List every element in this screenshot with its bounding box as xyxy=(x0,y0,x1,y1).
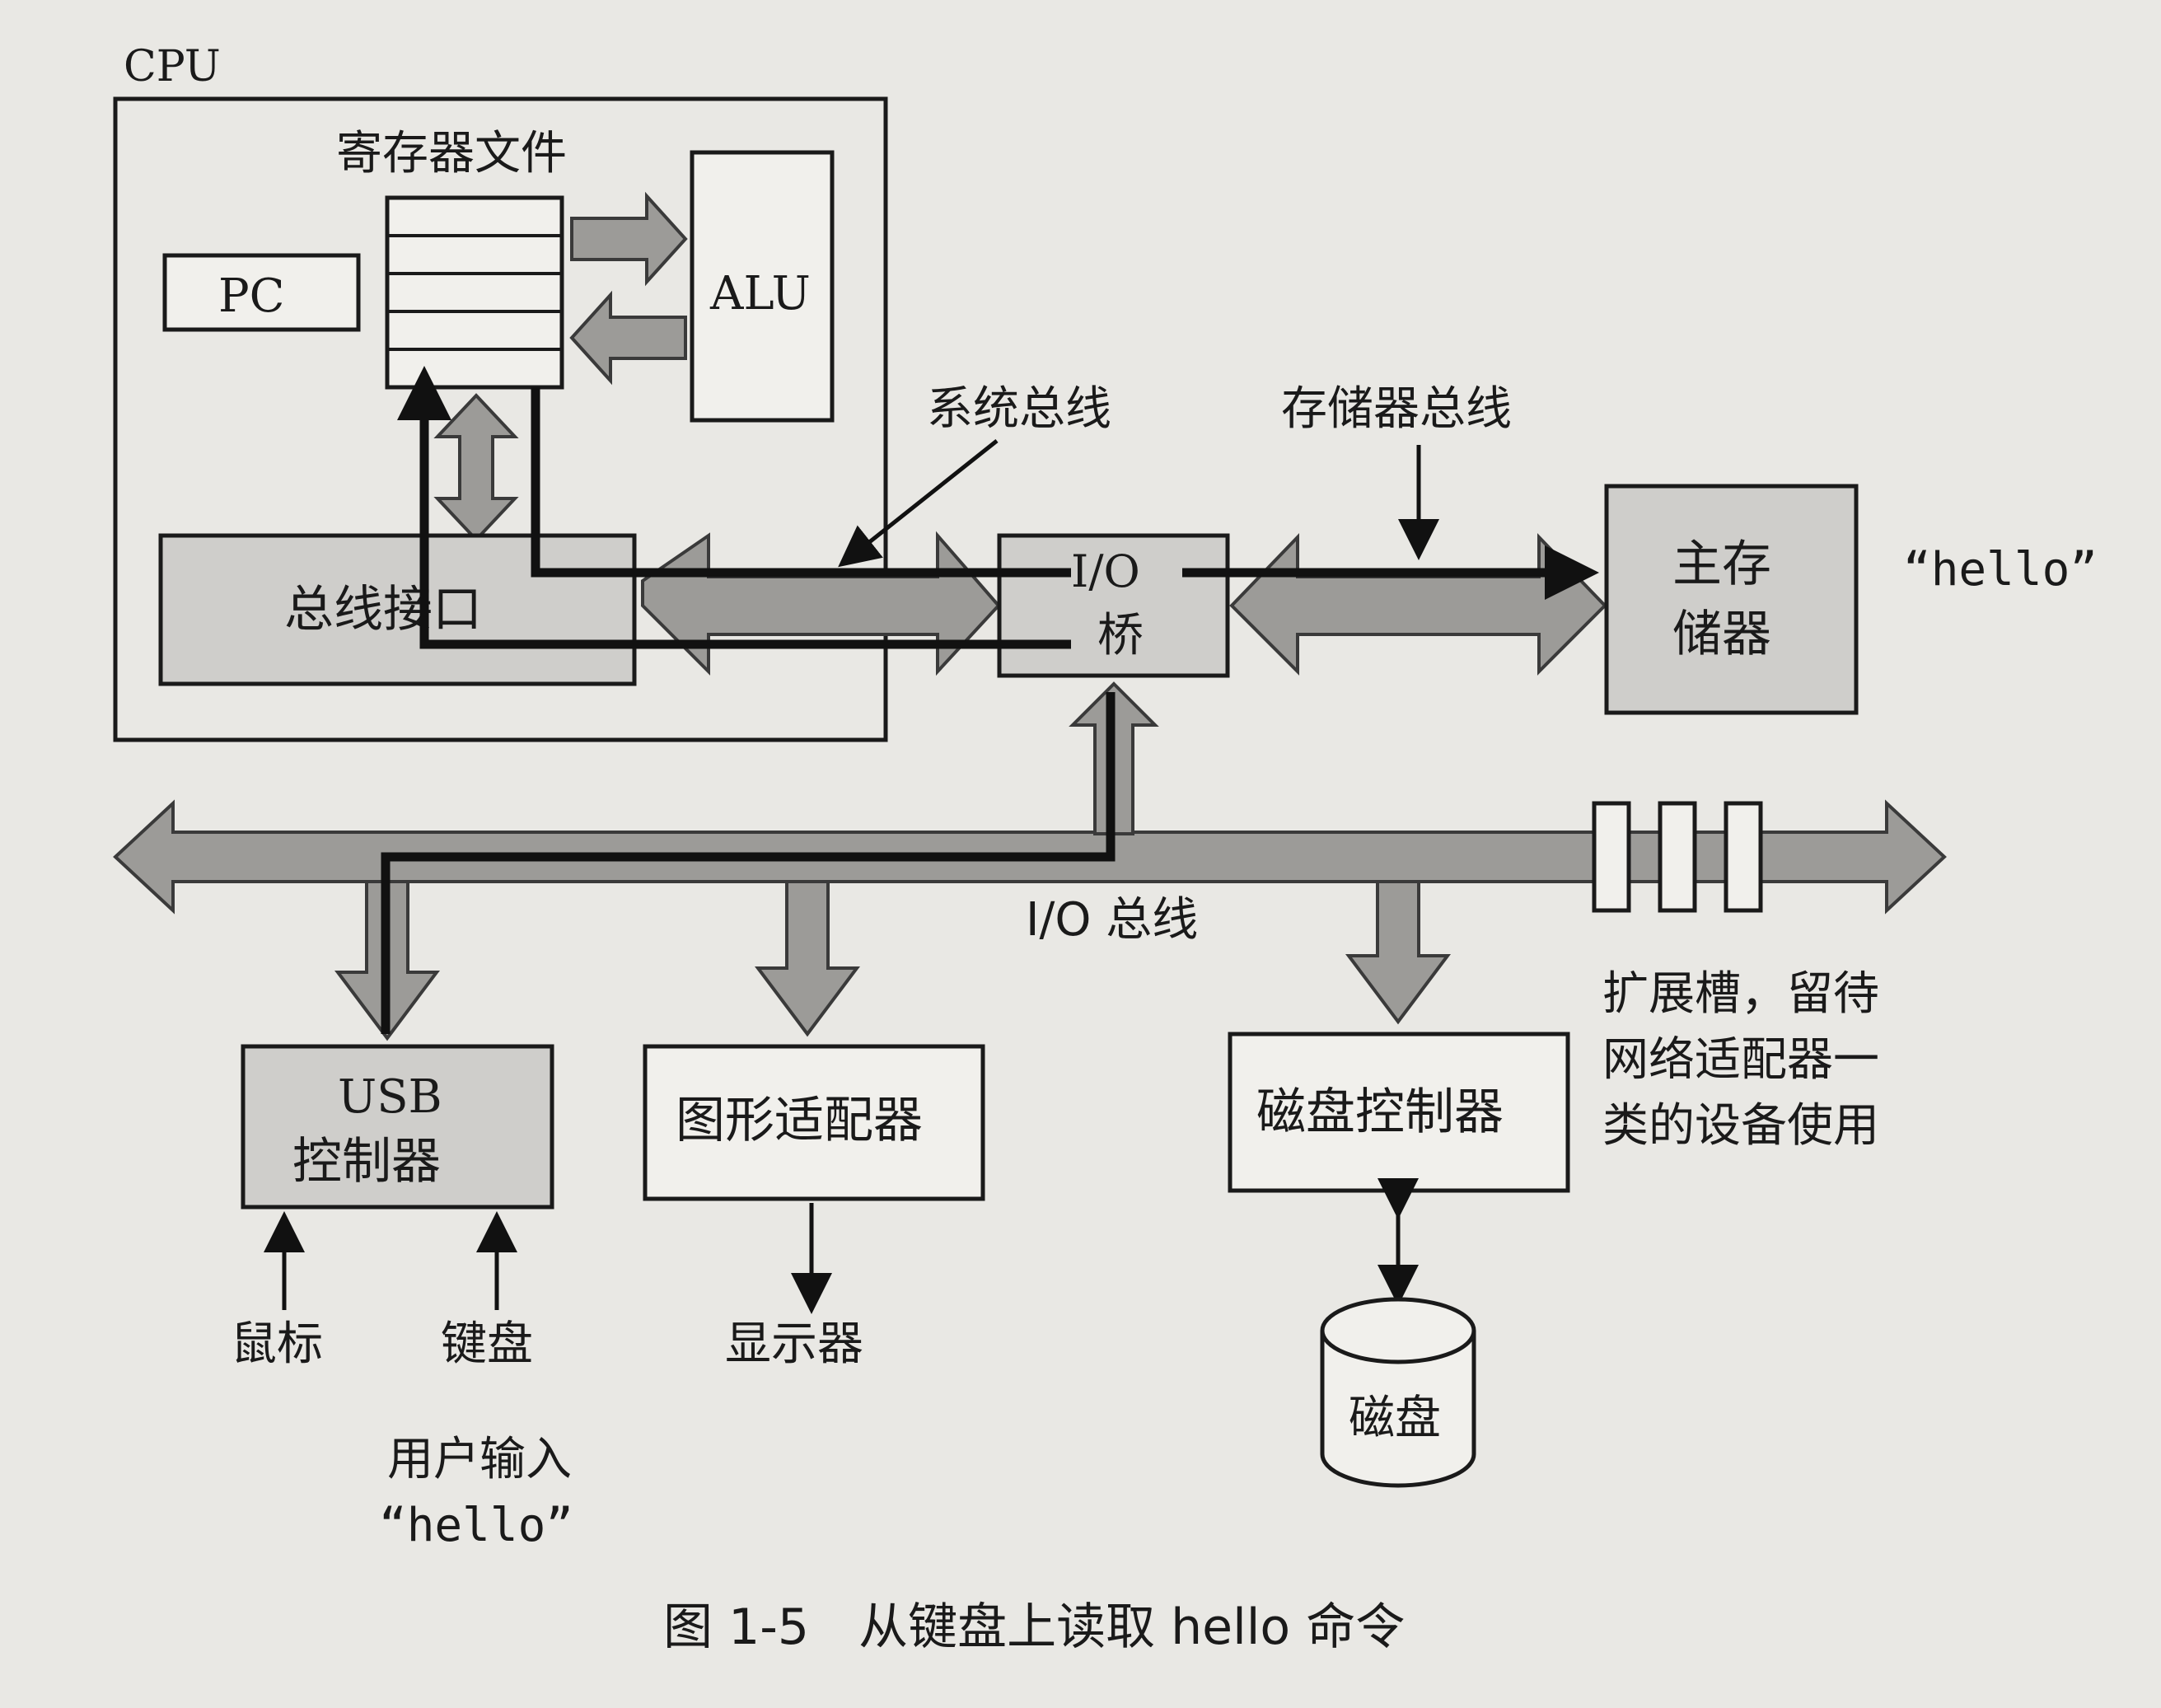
figure-caption: 图 1-5 从键盘上读取 hello 命令 xyxy=(663,1598,1405,1656)
graphics-adapter-box xyxy=(643,1044,985,1201)
memory-bus xyxy=(1229,533,1607,676)
graphics-adapter-label: 图形适配器 xyxy=(676,1092,923,1149)
user-input-hello: “hello” xyxy=(379,1499,573,1552)
display-label: 显示器 xyxy=(725,1317,863,1371)
system-bus-pointer xyxy=(838,439,999,568)
bus-interface-box xyxy=(158,533,637,686)
cpu-box xyxy=(113,96,888,742)
register-file xyxy=(385,195,564,390)
expansion-label-3: 类的设备使用 xyxy=(1602,1099,1879,1153)
hello-data-path xyxy=(381,692,1116,1034)
user-input-label: 用户输入 xyxy=(387,1433,572,1486)
bus-interface-label: 总线接口 xyxy=(284,581,482,639)
expansion-label-1: 扩展槽，留待 xyxy=(1602,967,1879,1021)
disk-controller-label: 磁盘控制器 xyxy=(1256,1083,1504,1141)
iobus-to-graphics-arrow xyxy=(755,880,860,1037)
usb-label-1: USB xyxy=(338,1070,442,1124)
alu-label: ALU xyxy=(709,267,811,321)
disk-controller-box xyxy=(1228,1032,1570,1193)
io-bridge-box xyxy=(997,533,1230,678)
alu-to-regfile-arrow xyxy=(569,290,687,386)
disk-label: 磁盘 xyxy=(1349,1392,1441,1445)
io-bridge-label-2: 桥 xyxy=(1097,609,1144,662)
usb-controller-box xyxy=(241,1044,554,1210)
pc-box xyxy=(162,253,361,332)
disk-cylinder xyxy=(1320,1297,1476,1488)
alu-box xyxy=(690,150,835,423)
io-bus-label: I/O 总线 xyxy=(1026,893,1198,947)
io-bridge-label-1: I/O xyxy=(1071,545,1140,597)
bus-interface-path xyxy=(531,387,1071,578)
usb-label-2: 控制器 xyxy=(292,1133,441,1191)
memory-bus-label: 存储器总线 xyxy=(1281,382,1512,436)
expansion-label-2: 网络适配器一 xyxy=(1602,1033,1879,1087)
keyboard-label: 键盘 xyxy=(441,1317,533,1371)
regfile-businterface-arrow xyxy=(433,393,519,542)
iobus-to-disk-controller-arrow xyxy=(1345,880,1451,1025)
register-file-label: 寄存器文件 xyxy=(336,127,567,180)
regfile-to-alu-arrow xyxy=(570,191,688,287)
expansion-slots xyxy=(1592,801,1763,913)
hello-data-path-bridge xyxy=(397,366,1071,649)
system-bus-label: 系统总线 xyxy=(927,382,1111,436)
main-memory-label-2: 储器 xyxy=(1672,606,1771,663)
pc-label: PC xyxy=(218,269,285,323)
mouse-label: 鼠标 xyxy=(231,1317,323,1371)
main-memory-label-1: 主存 xyxy=(1672,536,1771,593)
cpu-label: CPU xyxy=(124,42,221,91)
system-bus xyxy=(641,531,1001,676)
main-memory-box xyxy=(1604,484,1859,715)
memory-hello-label: “hello” xyxy=(1903,543,2098,597)
